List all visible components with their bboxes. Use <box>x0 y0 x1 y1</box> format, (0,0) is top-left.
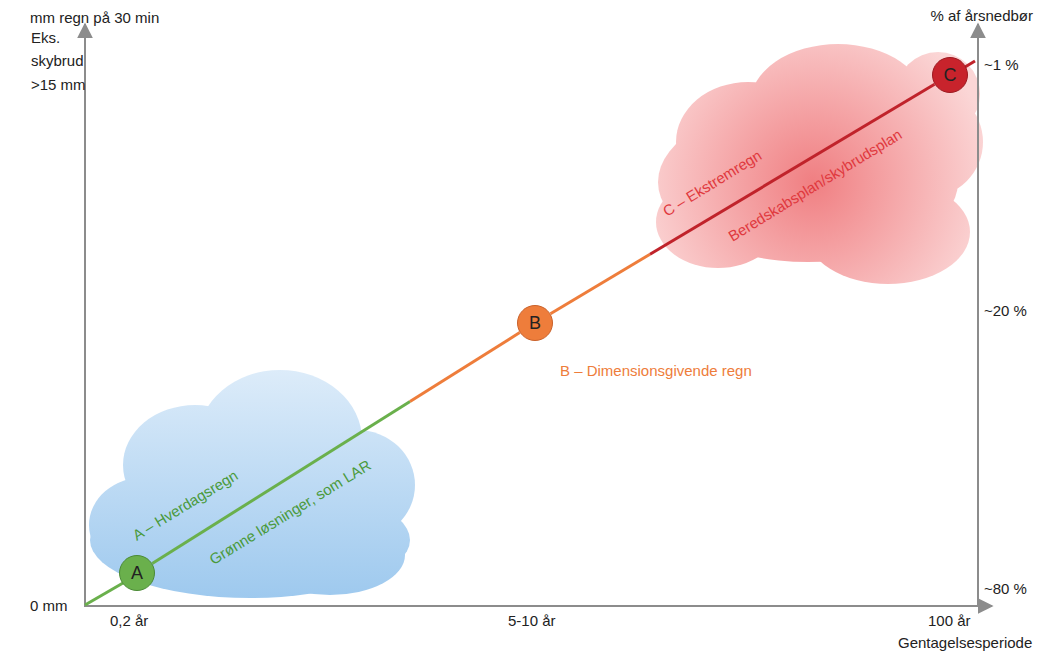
category-circle: C <box>932 57 968 93</box>
axis-label: % af årsnedbør <box>930 7 1033 24</box>
axis-label: ~20 % <box>984 302 1027 319</box>
category-circle: A <box>119 555 155 591</box>
cloud-label: Beredskabsplan/skybrudsplan <box>725 125 905 244</box>
axis-label: ~1 % <box>984 56 1019 73</box>
circle-letter: A <box>131 563 143 584</box>
rain-cloud: C – EkstremregnBeredskabsplan/skybrudspl… <box>638 32 983 294</box>
line-segment <box>550 254 650 313</box>
axis-label: mm regn på 30 min <box>30 9 159 26</box>
axis-label: 0,2 år <box>110 612 148 629</box>
axis-label: 0 mm <box>30 597 68 614</box>
axis-label: 5-10 år <box>508 612 556 629</box>
cloud-label: C – Ekstremregn <box>660 146 765 219</box>
axis-label: B – Dimensionsgivende regn <box>560 362 752 379</box>
line-segment <box>410 333 520 402</box>
axis-label: ~80 % <box>984 580 1027 597</box>
axis-label: Eks. skybrud >15 mm <box>31 26 93 96</box>
axis-label: Gentagelsesperiode <box>898 634 1032 651</box>
axis-label: 100 år <box>928 612 971 629</box>
rain-cloud: A – HverdagsregnGrønne løsninger, som LA… <box>85 335 415 605</box>
category-circle: B <box>517 305 553 341</box>
circle-letter: B <box>529 313 541 334</box>
circle-letter: C <box>944 65 957 86</box>
cloud-label: A – Hverdagsregn <box>129 466 240 543</box>
